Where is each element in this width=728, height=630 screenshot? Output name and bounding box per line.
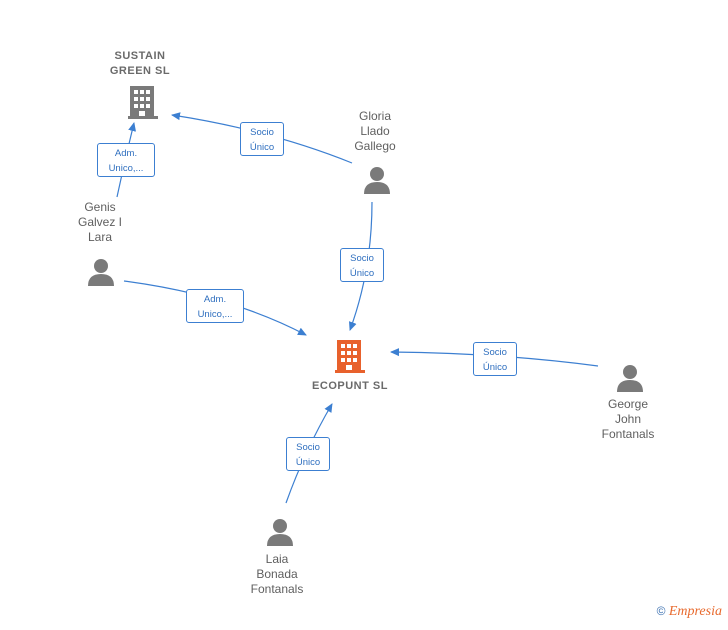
edge-label-genis-sustain[interactable]: Adm. Unico,... bbox=[97, 143, 155, 177]
edge-label-gloria-ecopunt[interactable]: Socio Único bbox=[340, 248, 384, 282]
edge-label-laia-ecopunt[interactable]: Socio Único bbox=[286, 437, 330, 471]
edge-label-george-ecopunt[interactable]: Socio Único bbox=[473, 342, 517, 376]
company-label-sustain-green[interactable]: SUSTAIN GREEN SL bbox=[109, 50, 171, 77]
person-icon[interactable] bbox=[617, 365, 643, 392]
person-label-laia[interactable]: Laia Bonada Fontanals bbox=[250, 552, 304, 596]
person-label-genis[interactable]: Genis Galvez I Lara bbox=[77, 200, 122, 244]
person-icon[interactable] bbox=[364, 167, 390, 194]
building-icon[interactable] bbox=[335, 340, 365, 373]
building-icon[interactable] bbox=[128, 86, 158, 119]
person-icon[interactable] bbox=[267, 519, 293, 546]
edge-label-genis-ecopunt[interactable]: Adm. Unico,... bbox=[186, 289, 244, 323]
company-label-ecopunt[interactable]: ECOPUNT SL bbox=[312, 380, 388, 392]
copyright-icon: © bbox=[656, 604, 666, 618]
person-label-george[interactable]: George John Fontanals bbox=[601, 397, 655, 441]
brand-logo[interactable]: Empresia bbox=[668, 604, 722, 619]
edge-label-gloria-sustain[interactable]: Socio Único bbox=[240, 122, 284, 156]
person-label-gloria[interactable]: Gloria Llado Gallego bbox=[354, 109, 396, 153]
person-icon[interactable] bbox=[88, 259, 114, 286]
footer-credit: © Empresia bbox=[657, 604, 722, 620]
